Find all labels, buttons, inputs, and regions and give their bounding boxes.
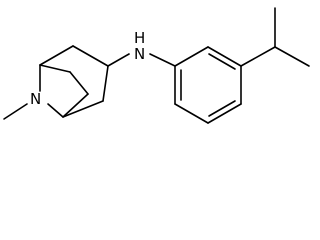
bond-n-c5 — [47, 103, 64, 118]
bond-c6-c7 — [69, 71, 89, 95]
bond-c1-c2 — [39, 45, 74, 66]
ring-bond-3 — [207, 103, 242, 124]
ring-double-bond-bottom — [208, 100, 236, 117]
ring-double-bond-top — [208, 53, 236, 70]
bond-c3-nh — [107, 53, 130, 67]
bond-ring-ch — [240, 46, 276, 67]
ring-bond-6 — [174, 46, 209, 67]
bond-c2-c3 — [72, 45, 109, 67]
bond-c3-c4 — [102, 65, 109, 102]
ring-bond-2 — [174, 103, 209, 124]
bridge-nitrogen-label: N — [30, 90, 41, 108]
bond-nh-aryl — [149, 53, 176, 67]
label-line-1: H — [134, 29, 145, 47]
ring-bond-5 — [207, 46, 242, 67]
label-line-2: N — [134, 45, 145, 63]
bond-ch-methyl-right — [274, 46, 310, 67]
bond-methyl-n — [3, 103, 28, 120]
bond-c4-c5 — [62, 100, 104, 118]
bond-c7-c5 — [62, 93, 89, 118]
bond-c1-c6 — [39, 64, 71, 73]
